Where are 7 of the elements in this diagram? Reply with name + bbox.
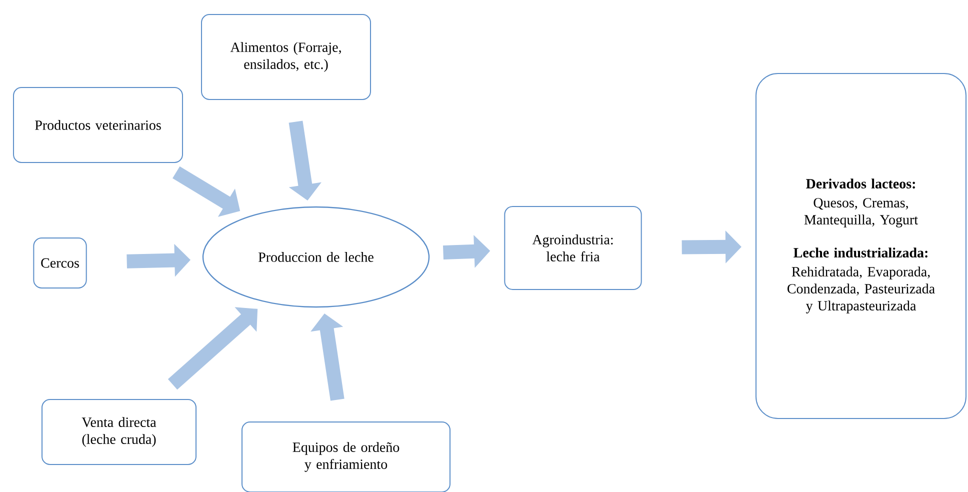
input-box: Equipos de ordeño y enfriamiento <box>242 422 450 492</box>
input-box: Venta directa (leche cruda) <box>42 399 196 465</box>
output-box: Derivados lacteos: Quesos, Cremas, Mantequilla, Yogurt Leche industrializada: Rehidratada, Evaporada, Condenzada, Pasteurizada y Ultrapasteurizada <box>756 73 966 419</box>
input-box: Alimentos (Forraje, ensilados, etc.) <box>201 14 371 100</box>
process-box: Agroindustria: leche fria <box>504 206 642 290</box>
input-box: Cercos <box>33 238 87 288</box>
input-box: Productos veterinarios <box>13 87 183 163</box>
